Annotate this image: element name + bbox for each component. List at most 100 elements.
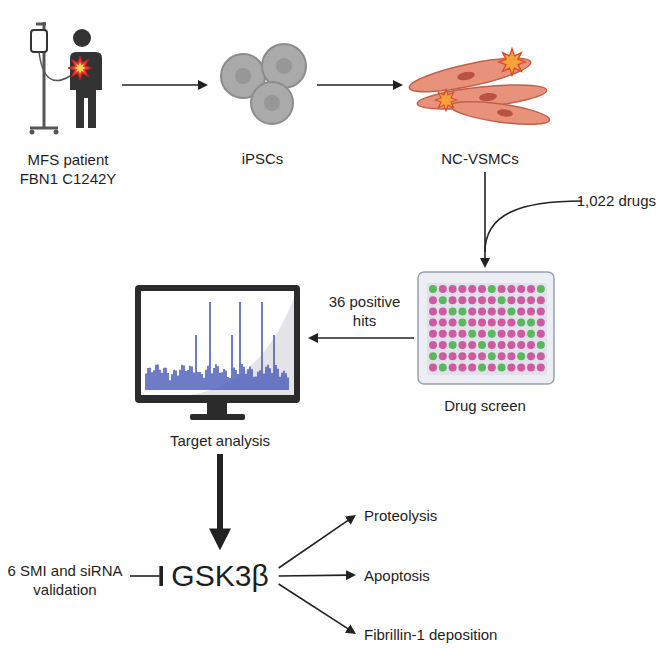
well bbox=[488, 319, 496, 327]
well bbox=[507, 363, 515, 371]
well bbox=[498, 296, 506, 304]
well bbox=[468, 330, 476, 338]
well bbox=[507, 307, 515, 315]
well bbox=[449, 363, 457, 371]
well bbox=[439, 363, 447, 371]
well bbox=[439, 341, 447, 349]
chart-bar bbox=[165, 368, 167, 390]
node-text: MFS patient FBN1 C1242Y bbox=[16, 150, 120, 188]
well-plate bbox=[418, 272, 554, 384]
chart-bar bbox=[203, 378, 205, 390]
well bbox=[537, 330, 545, 338]
well bbox=[478, 352, 486, 360]
node-text: Fibrillin-1 deposition bbox=[364, 625, 497, 644]
well bbox=[478, 341, 486, 349]
well bbox=[468, 341, 476, 349]
chart-bar bbox=[215, 364, 217, 390]
well bbox=[537, 296, 545, 304]
chart-bar bbox=[253, 377, 255, 390]
well bbox=[507, 296, 515, 304]
well bbox=[498, 307, 506, 315]
well bbox=[517, 307, 525, 315]
well bbox=[498, 341, 506, 349]
chart-bar bbox=[197, 372, 199, 390]
chart-bar bbox=[273, 335, 275, 390]
well bbox=[527, 341, 535, 349]
chart-bar bbox=[263, 374, 265, 390]
well bbox=[488, 285, 496, 293]
chart-bar bbox=[209, 302, 211, 390]
well bbox=[449, 330, 457, 338]
arrow-connector bbox=[279, 574, 349, 577]
well bbox=[439, 319, 447, 327]
chart-bar bbox=[237, 374, 239, 390]
chart-bar bbox=[219, 373, 221, 390]
well bbox=[527, 296, 535, 304]
chart-bar bbox=[145, 373, 147, 390]
chart-bar bbox=[285, 373, 287, 390]
chart-bar bbox=[199, 372, 201, 390]
feed-curve bbox=[485, 201, 582, 252]
chart-bar bbox=[241, 364, 243, 390]
monitor-node: Target analysis bbox=[128, 278, 312, 450]
well bbox=[449, 285, 457, 293]
well bbox=[429, 330, 437, 338]
chart-bar bbox=[227, 377, 229, 390]
well bbox=[429, 352, 437, 360]
chart-bar bbox=[169, 380, 171, 390]
well bbox=[449, 296, 457, 304]
chart-bar bbox=[239, 302, 241, 390]
inhibition-connector bbox=[130, 575, 161, 577]
node-text: GSK3β bbox=[171, 558, 268, 594]
well bbox=[478, 285, 486, 293]
chart-bar bbox=[217, 366, 219, 390]
well bbox=[507, 330, 515, 338]
well bbox=[527, 363, 535, 371]
chart-bar bbox=[269, 368, 271, 390]
chart-bar bbox=[181, 365, 183, 390]
chart-bar bbox=[189, 366, 191, 390]
well bbox=[458, 285, 466, 293]
well bbox=[468, 285, 476, 293]
well bbox=[458, 330, 466, 338]
well bbox=[527, 352, 535, 360]
well bbox=[507, 352, 515, 360]
chart-bar bbox=[171, 374, 173, 390]
well bbox=[458, 352, 466, 360]
cell-node: NC-VSMCs bbox=[405, 12, 555, 168]
chart-bar bbox=[249, 367, 251, 390]
well bbox=[478, 307, 486, 315]
arrow-connector bbox=[279, 519, 351, 568]
well bbox=[478, 330, 486, 338]
chart-bar bbox=[193, 373, 195, 390]
chart-bar bbox=[205, 370, 207, 390]
well bbox=[498, 363, 506, 371]
well bbox=[449, 352, 457, 360]
node-text: Target analysis bbox=[128, 431, 312, 450]
well bbox=[498, 319, 506, 327]
well bbox=[537, 285, 545, 293]
well bbox=[439, 352, 447, 360]
node-text: Drug screen bbox=[410, 396, 560, 415]
chart-bar bbox=[277, 369, 279, 390]
well bbox=[488, 330, 496, 338]
well bbox=[449, 307, 457, 315]
well bbox=[468, 352, 476, 360]
chart-bar bbox=[275, 365, 277, 390]
well bbox=[537, 341, 545, 349]
chart-bar bbox=[187, 370, 189, 390]
well bbox=[527, 330, 535, 338]
well bbox=[468, 363, 476, 371]
chart-bar bbox=[243, 367, 245, 390]
plate-node: Drug screen bbox=[410, 262, 560, 415]
well bbox=[488, 296, 496, 304]
chart-bar bbox=[235, 370, 237, 390]
well bbox=[507, 319, 515, 327]
well bbox=[537, 319, 545, 327]
well bbox=[429, 285, 437, 293]
chart-bar bbox=[267, 365, 269, 390]
chart-bar bbox=[157, 365, 159, 390]
well bbox=[468, 307, 476, 315]
chart-bar bbox=[195, 335, 197, 390]
well bbox=[537, 307, 545, 315]
